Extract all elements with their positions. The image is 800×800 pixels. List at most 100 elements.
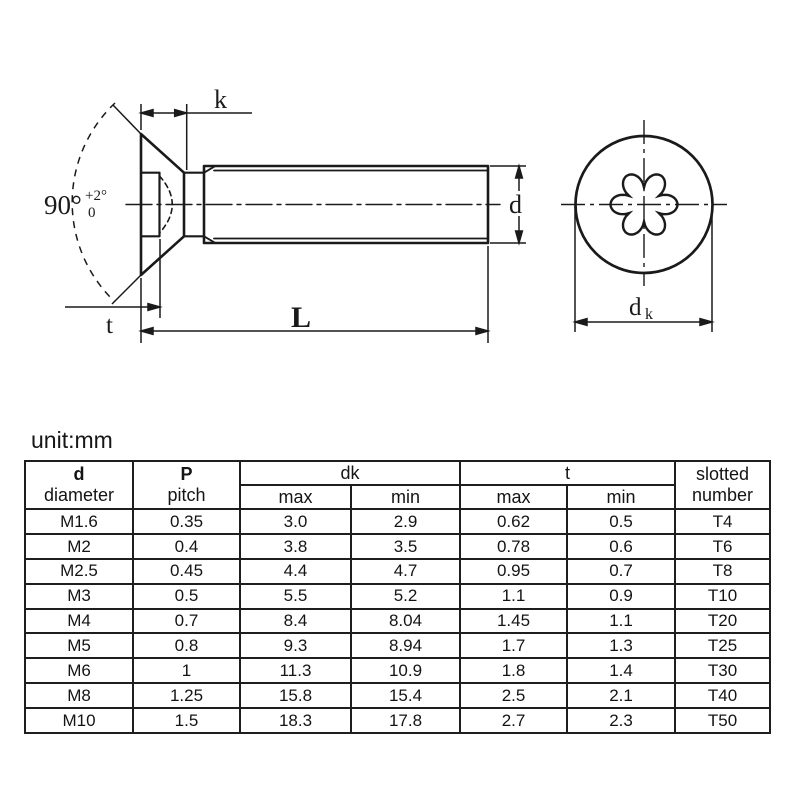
cell-torx-number: T30	[674, 657, 772, 685]
dk-extension-lines	[574, 206, 713, 332]
cell-t-max: 1.1	[459, 582, 569, 610]
angle-upper-tol-text: +2°	[85, 188, 107, 204]
header-p-pitch: P pitch	[132, 460, 241, 510]
cell-torx-number: T25	[674, 632, 772, 660]
dk-label-base: d	[629, 294, 642, 321]
head-view-centerlines	[561, 120, 727, 286]
t-extension-lines	[140, 239, 161, 343]
cell-dk-max: 3.8	[239, 532, 352, 560]
header-dk-min: min	[349, 484, 462, 510]
cell-dk-min: 4.7	[349, 557, 462, 585]
cell-dk-min: 17.8	[349, 707, 462, 735]
cell-size: M3	[24, 582, 134, 610]
cell-dk-max: 5.5	[239, 582, 352, 610]
cell-dk-max: 15.8	[239, 682, 352, 710]
cell-pitch: 0.35	[132, 508, 241, 535]
table-row: M10 1.5 18.3 17.8 2.7 2.3 T50	[24, 707, 772, 735]
cell-t-min: 0.5	[566, 508, 677, 535]
cell-dk-min: 8.94	[349, 632, 462, 660]
cell-pitch: 0.45	[132, 557, 241, 585]
angle-label: 90° +2° 0	[44, 188, 107, 221]
cell-size: M4	[24, 607, 134, 635]
angle-lower-tol-text: 0	[88, 205, 96, 221]
cell-dk-min: 5.2	[349, 582, 462, 610]
dk-label-sub: k	[645, 306, 653, 323]
table-row: M5 0.8 9.3 8.94 1.7 1.3 T25	[24, 632, 772, 660]
cell-pitch: 1	[132, 657, 241, 685]
dk-arrow-left	[572, 317, 588, 327]
cell-t-max: 1.7	[459, 632, 569, 660]
cell-torx-number: T4	[674, 508, 772, 535]
cell-torx-number: T10	[674, 582, 772, 610]
l-dimension	[138, 246, 491, 343]
cell-dk-max: 18.3	[239, 707, 352, 735]
d-extension-lines	[490, 165, 526, 244]
cell-t-max: 0.62	[459, 508, 569, 535]
header-slotted: slotted	[696, 464, 750, 485]
cell-t-min: 0.9	[566, 582, 677, 610]
cell-pitch: 1.25	[132, 682, 241, 710]
header-number: number	[692, 485, 754, 505]
thread-root-lines	[203, 165, 489, 244]
cell-size: M1.6	[24, 508, 134, 535]
cell-t-max: 1.45	[459, 607, 569, 635]
header-t-group: t	[459, 460, 677, 486]
cell-t-max: 2.5	[459, 682, 569, 710]
cell-size: M10	[24, 707, 134, 735]
cell-pitch: 0.7	[132, 607, 241, 635]
cell-torx-number: T40	[674, 682, 772, 710]
cell-dk-min: 10.9	[349, 657, 462, 685]
header-p: P	[180, 464, 193, 485]
header-d: d	[73, 464, 85, 485]
t-arrow	[147, 302, 163, 312]
cell-t-min: 1.1	[566, 607, 677, 635]
table-row: M4 0.7 8.4 8.04 1.45 1.1 T20	[24, 607, 772, 635]
table-row: M2.5 0.45 4.4 4.7 0.95 0.7 T8	[24, 557, 772, 585]
dk-arrow-right	[699, 317, 715, 327]
cell-dk-min: 15.4	[349, 682, 462, 710]
cell-pitch: 0.8	[132, 632, 241, 660]
cell-dk-max: 4.4	[239, 557, 352, 585]
k-extension-lines	[140, 104, 188, 170]
cell-size: M8	[24, 682, 134, 710]
screw-technical-drawing: 90° +2° 0 k t L	[44, 85, 727, 343]
cell-t-max: 0.78	[459, 532, 569, 560]
screw-side-view	[125, 132, 501, 277]
table-row: M1.6 0.35 3.0 2.9 0.62 0.5 T4	[24, 508, 772, 535]
cell-dk-max: 3.0	[239, 508, 352, 535]
cell-t-min: 0.6	[566, 532, 677, 560]
neck-outline	[182, 171, 206, 238]
dk-label: d k	[629, 294, 653, 323]
cell-dk-min: 3.5	[349, 532, 462, 560]
cell-t-max: 0.95	[459, 557, 569, 585]
l-label: L	[291, 301, 311, 334]
angle-extension-lines	[111, 104, 142, 305]
cell-t-min: 2.3	[566, 707, 677, 735]
dimensions-table: d diameter P pitch dk t slotted number m…	[24, 460, 772, 735]
cell-dk-max: 11.3	[239, 657, 352, 685]
screw-head-view	[561, 120, 727, 286]
header-diameter: diameter	[43, 485, 115, 505]
angle-dimension	[71, 102, 142, 305]
k-dimension	[138, 104, 252, 170]
table-row: M8 1.25 15.8 15.4 2.5 2.1 T40	[24, 682, 772, 710]
cell-torx-number: T8	[674, 557, 772, 585]
cell-size: M2	[24, 532, 134, 560]
cell-t-max: 1.8	[459, 657, 569, 685]
cell-size: M2.5	[24, 557, 134, 585]
header-t-max: max	[459, 484, 569, 510]
cell-dk-max: 8.4	[239, 607, 352, 635]
cell-pitch: 1.5	[132, 707, 241, 735]
d-dimension	[490, 163, 526, 246]
header-dk-group: dk	[238, 460, 462, 486]
d-arrow-bottom	[514, 230, 524, 246]
header-dk-max: max	[239, 484, 352, 510]
angle-arc	[71, 102, 116, 302]
dk-dimension	[572, 206, 715, 332]
cell-pitch: 0.4	[132, 532, 241, 560]
cell-dk-max: 9.3	[239, 632, 352, 660]
header-d-diameter: d diameter	[24, 460, 134, 510]
cell-size: M6	[24, 657, 134, 685]
cell-t-min: 0.7	[566, 557, 677, 585]
